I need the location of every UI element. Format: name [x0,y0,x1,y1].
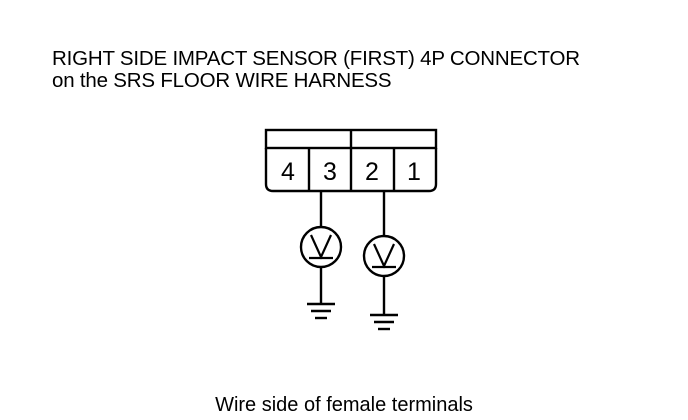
connector-4p: 4 3 2 1 [264,128,438,193]
pin-label-3: 3 [323,158,337,186]
voltmeter-v-symbol [372,243,396,269]
title-line-2: on the SRS FLOOR WIRE HARNESS [52,69,392,92]
ground-icon [370,313,398,331]
caption: Wire side of female terminals [215,394,473,416]
voltmeter-v-symbol [309,234,333,260]
voltmeter-icon [299,225,343,269]
pin-label-4: 4 [281,158,295,186]
voltmeter-pin-2 [362,191,406,331]
ground-icon [307,302,335,320]
voltmeter-pin-3 [299,191,343,320]
diagram-title: RIGHT SIDE IMPACT SENSOR (FIRST) 4P CONN… [52,48,580,92]
pin-label-2: 2 [365,158,379,186]
pin-label-1: 1 [407,158,421,186]
voltmeter-icon [362,234,406,278]
title-line-1: RIGHT SIDE IMPACT SENSOR (FIRST) 4P CONN… [52,47,580,70]
